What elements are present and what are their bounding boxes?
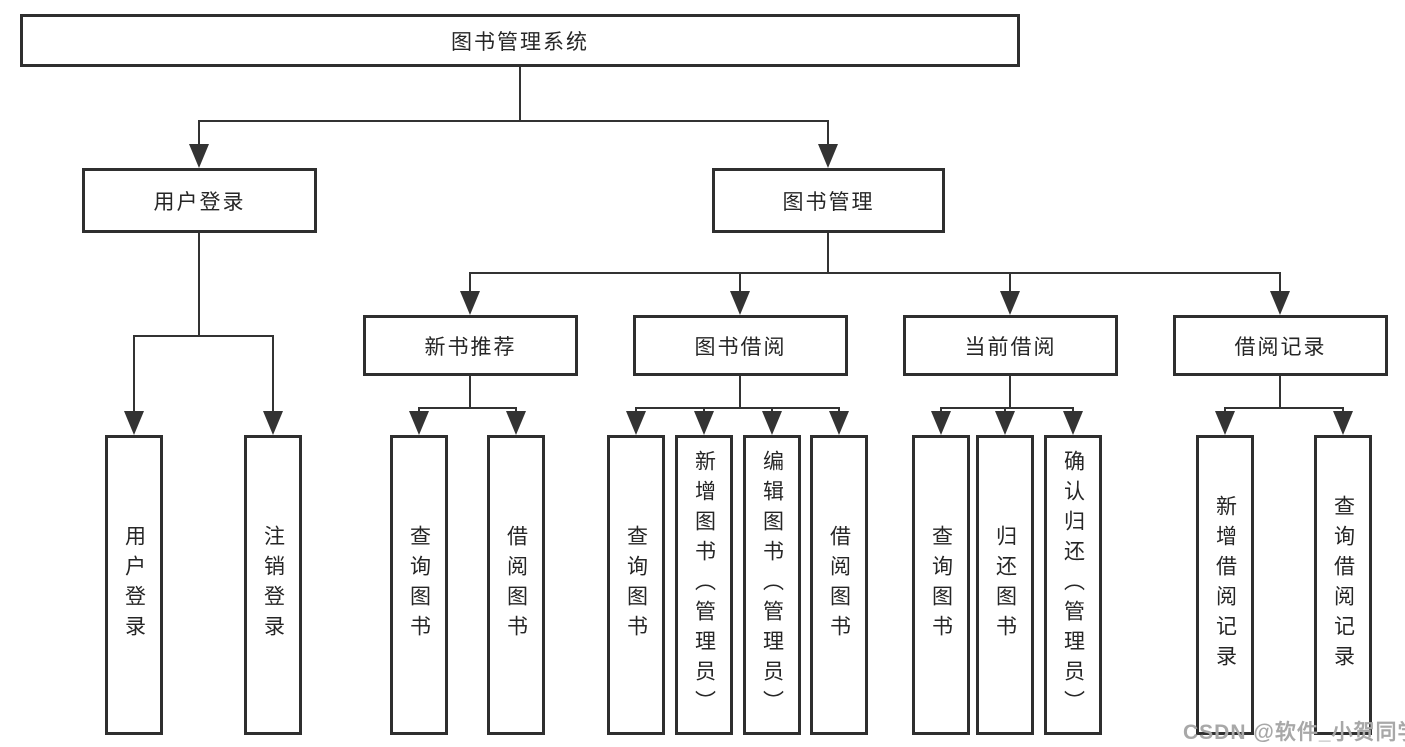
node-records: 借阅记录 bbox=[1173, 315, 1388, 376]
arrowhead-records bbox=[1270, 291, 1290, 315]
connector-records-bar bbox=[1225, 407, 1343, 409]
node-login-branch-label: 用户登录 bbox=[153, 190, 246, 214]
connector-current-stem bbox=[1009, 376, 1011, 409]
node-management-branch: 图书管理 bbox=[712, 168, 945, 233]
connector-root-stem bbox=[519, 66, 521, 121]
leaf-borrow-add: 新增图书（管理员） bbox=[675, 435, 733, 735]
arrowhead-user-login bbox=[124, 411, 144, 435]
connector-current-bar bbox=[941, 407, 1073, 409]
connector-root-bar bbox=[198, 120, 829, 122]
leaf-current-confirm: 确认归还（管理员） bbox=[1044, 435, 1102, 735]
leaf-current-confirm-label: 确认归还（管理员） bbox=[1061, 450, 1085, 720]
arrowhead-bb-edit bbox=[762, 411, 782, 435]
arrowhead-br-query bbox=[1333, 411, 1353, 435]
leaf-borrow-query: 查询图书 bbox=[607, 435, 665, 735]
connector-drop-user-login bbox=[133, 335, 135, 413]
leaf-borrow-borrow-label: 借阅图书 bbox=[827, 525, 851, 645]
arrowhead-management bbox=[818, 144, 838, 168]
connector-drop-logout bbox=[272, 335, 274, 413]
arrowhead-bb-add bbox=[694, 411, 714, 435]
leaf-borrow-query-label: 查询图书 bbox=[624, 525, 648, 645]
arrowhead-cb-return bbox=[995, 411, 1015, 435]
arrowhead-cb-confirm bbox=[1063, 411, 1083, 435]
node-management-branch-label: 图书管理 bbox=[782, 190, 875, 214]
node-recommend: 新书推荐 bbox=[363, 315, 578, 376]
leaf-borrow-edit-label: 编辑图书（管理员） bbox=[760, 450, 784, 720]
connector-borrow-stem bbox=[739, 376, 741, 409]
leaf-current-query: 查询图书 bbox=[912, 435, 970, 735]
connector-management-stem bbox=[827, 233, 829, 274]
node-root: 图书管理系统 bbox=[20, 14, 1020, 67]
arrowhead-cb-query bbox=[931, 411, 951, 435]
connector-drop-login bbox=[198, 120, 200, 148]
leaf-recommend-query: 查询图书 bbox=[390, 435, 448, 735]
connector-drop-current bbox=[1009, 272, 1011, 293]
node-borrow: 图书借阅 bbox=[633, 315, 848, 376]
csdn-watermark: CSDN @软件_小贺同学 bbox=[1183, 721, 1405, 744]
leaf-logout: 注销登录 bbox=[244, 435, 302, 735]
arrowhead-recommend bbox=[460, 291, 480, 315]
connector-drop-borrow bbox=[739, 272, 741, 293]
leaf-borrow-add-label: 新增图书（管理员） bbox=[692, 450, 716, 720]
arrowhead-logout bbox=[263, 411, 283, 435]
node-root-label: 图书管理系统 bbox=[451, 30, 589, 54]
connector-borrow-bar bbox=[636, 407, 839, 409]
leaf-recommend-borrow-label: 借阅图书 bbox=[504, 525, 528, 645]
leaf-user-login: 用户登录 bbox=[105, 435, 163, 735]
leaf-current-return-label: 归还图书 bbox=[993, 525, 1017, 645]
connector-records-stem bbox=[1279, 376, 1281, 409]
connector-drop-recommend bbox=[469, 272, 471, 293]
arrowhead-br-add bbox=[1215, 411, 1235, 435]
leaf-current-return: 归还图书 bbox=[976, 435, 1034, 735]
leaf-borrow-edit: 编辑图书（管理员） bbox=[743, 435, 801, 735]
leaf-record-query-label: 查询借阅记录 bbox=[1331, 495, 1355, 675]
leaf-record-add-label: 新增借阅记录 bbox=[1213, 495, 1237, 675]
leaf-current-query-label: 查询图书 bbox=[929, 525, 953, 645]
connector-login-bar bbox=[134, 335, 273, 337]
arrowhead-rec-query bbox=[409, 411, 429, 435]
arrowhead-bb-query bbox=[626, 411, 646, 435]
arrowhead-bb-borrow bbox=[829, 411, 849, 435]
arrowhead-borrow bbox=[730, 291, 750, 315]
connector-drop-records bbox=[1279, 272, 1281, 293]
node-recommend-label: 新书推荐 bbox=[424, 335, 517, 359]
leaf-borrow-borrow: 借阅图书 bbox=[810, 435, 868, 735]
leaf-user-login-label: 用户登录 bbox=[122, 525, 146, 645]
leaf-record-query: 查询借阅记录 bbox=[1314, 435, 1372, 735]
leaf-record-add: 新增借阅记录 bbox=[1196, 435, 1254, 735]
node-borrow-label: 图书借阅 bbox=[694, 335, 787, 359]
arrowhead-rec-borrow bbox=[506, 411, 526, 435]
connector-recommend-stem bbox=[469, 376, 471, 409]
node-current-label: 当前借阅 bbox=[964, 335, 1057, 359]
connector-recommend-bar bbox=[419, 407, 516, 409]
leaf-recommend-query-label: 查询图书 bbox=[407, 525, 431, 645]
arrowhead-current bbox=[1000, 291, 1020, 315]
arrowhead-login bbox=[189, 144, 209, 168]
connector-management-bar bbox=[470, 272, 1280, 274]
connector-login-stem bbox=[198, 233, 200, 337]
connector-drop-management bbox=[827, 120, 829, 148]
node-current: 当前借阅 bbox=[903, 315, 1118, 376]
leaf-recommend-borrow: 借阅图书 bbox=[487, 435, 545, 735]
leaf-logout-label: 注销登录 bbox=[261, 525, 285, 645]
node-records-label: 借阅记录 bbox=[1234, 335, 1327, 359]
node-login-branch: 用户登录 bbox=[82, 168, 317, 233]
